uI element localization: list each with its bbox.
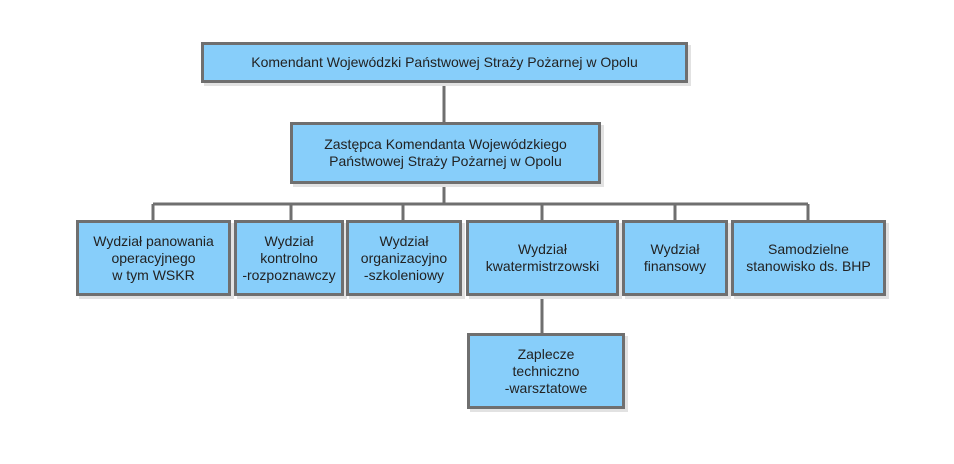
dept-panowania-operacyjnego-box: Wydział panowania operacyjnego w tym WSK… [76, 220, 231, 296]
dept-label: Samodzielne stanowisko ds. BHP [746, 241, 871, 274]
dept-kontrolno-rozpoznawczy-box: Wydział kontrolno -rozpoznawczy [234, 220, 344, 296]
deputy-box: Zastępca Komendanta Wojewódzkiego Państw… [290, 122, 601, 184]
dept-finansowy-box: Wydział finansowy [622, 220, 728, 296]
dept-label: Wydział organizacyjno -szkoleniowy [360, 232, 448, 283]
bhp-position-box: Samodzielne stanowisko ds. BHP [731, 220, 886, 296]
dept-label: Wydział kontrolno -rozpoznawczy [242, 232, 336, 283]
commander-box: Komendant Wojewódzki Państwowej Straży P… [201, 42, 688, 83]
commander-label: Komendant Wojewódzki Państwowej Straży P… [251, 54, 638, 70]
dept-label: Wydział finansowy [643, 241, 707, 274]
deputy-label: Zastępca Komendanta Wojewódzkiego Państw… [324, 136, 567, 169]
dept-kwatermistrzowski-box: Wydział kwatermistrzowski [466, 220, 619, 296]
zaplecze-techniczno-warsztatowe-box: Zaplecze techniczno -warsztatowe [467, 333, 625, 409]
dept-label: Wydział kwatermistrzowski [485, 241, 600, 274]
dept-organizacyjno-szkoleniowy-box: Wydział organizacyjno -szkoleniowy [346, 220, 462, 296]
sub-unit-label: Zaplecze techniczno -warsztatowe [504, 345, 588, 396]
dept-label: Wydział panowania operacyjnego w tym WSK… [93, 232, 214, 283]
